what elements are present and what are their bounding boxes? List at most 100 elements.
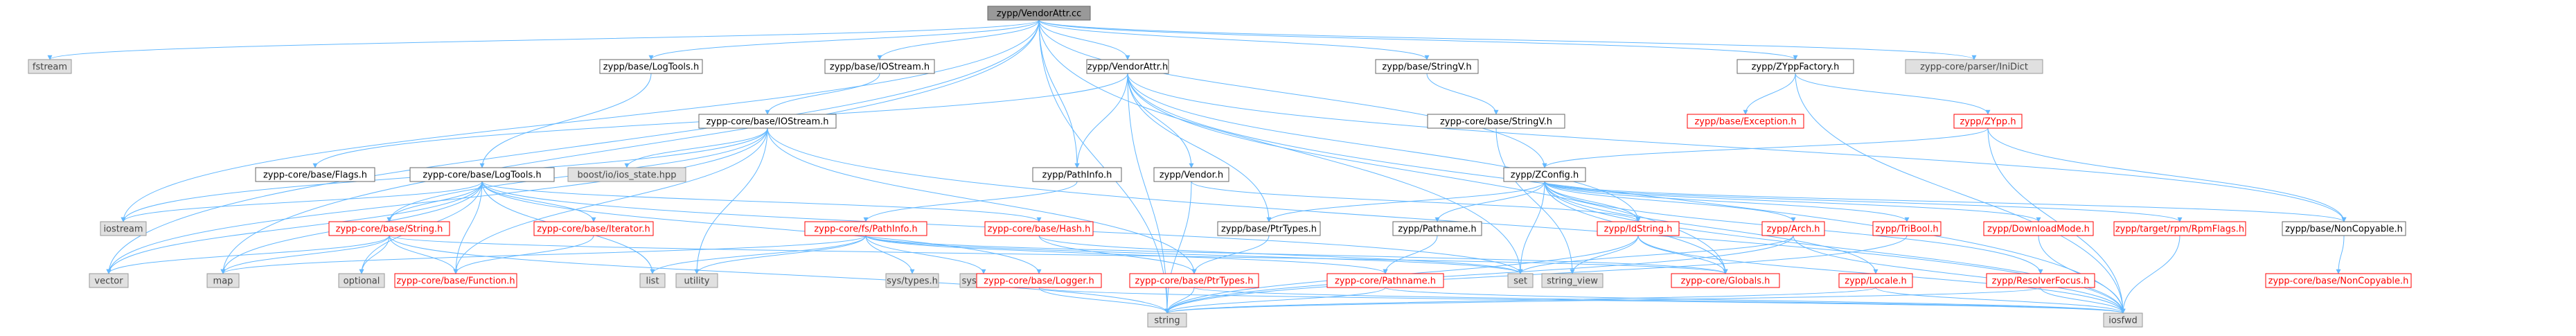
node-label: zypp-core/base/StringV.h <box>1440 117 1552 127</box>
edge-core-logtools-to-core-iterator <box>481 181 596 222</box>
node-zyppfactory[interactable]: zypp/ZYppFactory.h <box>1736 59 1854 74</box>
node-list[interactable]: list <box>639 273 666 288</box>
node-core-logtools[interactable]: zypp-core/base/LogTools.h <box>409 167 555 182</box>
node-label: zypp/base/IOStream.h <box>830 62 930 73</box>
node-parser-inidict[interactable]: zypp-core/parser/IniDict <box>1905 59 2043 74</box>
edge-core-logtools-to-iostream <box>121 181 483 222</box>
edge-fs-pathinfo-to-set <box>865 235 1523 274</box>
edge-locale-to-string <box>1164 287 1876 314</box>
node-core-function[interactable]: zypp-core/base/Function.h <box>394 273 517 288</box>
node-core-iostream[interactable]: zypp-core/base/IOStream.h <box>698 114 837 129</box>
node-label: zypp/base/PtrTypes.h <box>1221 224 1317 235</box>
node-utility[interactable]: utility <box>675 273 718 288</box>
dependency-edges <box>47 19 2347 314</box>
node-box <box>567 167 686 182</box>
node-zypp-pathname[interactable]: zypp/Pathname.h <box>1392 221 1482 236</box>
node-base-stringv[interactable]: zypp/base/StringV.h <box>1375 59 1479 74</box>
node-base-exception[interactable]: zypp/base/Exception.h <box>1687 114 1804 129</box>
node-core-stringv[interactable]: zypp-core/base/StringV.h <box>1427 114 1565 129</box>
edge-root-to-zconfig <box>1038 19 1547 168</box>
node-root[interactable]: zypp/VendorAttr.cc <box>987 6 1091 21</box>
node-locale[interactable]: zypp/Locale.h <box>1838 273 1913 288</box>
node-idstring[interactable]: zypp/IdString.h <box>1597 221 1680 236</box>
node-label: zypp/ResolverFocus.h <box>1992 276 2090 287</box>
node-resolverfocus[interactable]: zypp/ResolverFocus.h <box>1986 273 2095 288</box>
node-iosfwd[interactable]: iosfwd <box>2103 312 2143 328</box>
node-zconfig[interactable]: zypp/ZConfig.h <box>1503 167 1586 182</box>
edge-fs-pathinfo-to-core-globals <box>865 235 1728 274</box>
node-fs-pathinfo[interactable]: zypp-core/fs/PathInfo.h <box>804 221 927 236</box>
edge-idstring-to-core-globals <box>1637 235 1728 274</box>
edge-root-to-fstream <box>47 19 1040 60</box>
node-string-view[interactable]: string_view <box>1541 273 1604 288</box>
edge-core-logger-to-string <box>1038 287 1170 314</box>
edge-core-string-to-core-function <box>389 235 459 274</box>
edge-root-to-parser-inidict <box>1038 19 1977 60</box>
node-box <box>984 221 1094 236</box>
node-base-logtools[interactable]: zypp/base/LogTools.h <box>599 59 703 74</box>
node-box <box>1032 167 1122 182</box>
node-downloadmode[interactable]: zypp/DownloadMode.h <box>1983 221 2094 236</box>
node-tribool[interactable]: zypp/TriBool.h <box>1872 221 1942 236</box>
node-core-string[interactable]: zypp-core/base/String.h <box>328 221 450 236</box>
node-fstream[interactable]: fstream <box>28 59 72 74</box>
node-label: vector <box>94 276 123 287</box>
edge-root-to-base-logtools <box>648 19 1040 60</box>
node-box <box>1687 114 1804 129</box>
node-base-noncopyable[interactable]: zypp/base/NonCopyable.h <box>2282 221 2406 236</box>
node-core-flags[interactable]: zypp-core/base/Flags.h <box>255 167 375 182</box>
node-zypp-h[interactable]: zypp/ZYpp.h <box>1953 114 2023 129</box>
node-box <box>1736 59 1854 74</box>
edge-vendor-h-to-string <box>1164 181 1192 314</box>
node-arch[interactable]: zypp/Arch.h <box>1761 221 1825 236</box>
node-vendor-h[interactable]: zypp/Vendor.h <box>1153 167 1229 182</box>
edge-core-string-to-vector <box>106 235 390 274</box>
node-label: zypp-core/base/Logger.h <box>984 276 1094 287</box>
node-label: zypp/VendorAttr.cc <box>997 9 1082 19</box>
node-optional[interactable]: optional <box>338 273 385 288</box>
edge-zconfig-to-tribool <box>1544 181 1910 222</box>
node-label: zypp/PathInfo.h <box>1042 170 1112 181</box>
edge-zconfig-to-iosfwd <box>1544 181 2126 314</box>
node-box <box>804 221 927 236</box>
node-systypes[interactable]: sys/types.h <box>885 273 939 288</box>
node-rpmflags[interactable]: zypp/target/rpm/RpmFlags.h <box>2113 221 2246 236</box>
node-core-ptrtypes[interactable]: zypp-core/base/PtrTypes.h <box>1129 273 1259 288</box>
edge-core-iterator-to-core-function <box>453 235 594 274</box>
node-vendorattr-h[interactable]: zypp/VendorAttr.h <box>1086 59 1169 74</box>
edge-base-stringv-to-core-stringv <box>1426 73 1499 115</box>
node-label: zypp/Arch.h <box>1766 224 1820 235</box>
node-vector[interactable]: vector <box>89 273 129 288</box>
node-core-iterator[interactable]: zypp-core/base/Iterator.h <box>533 221 654 236</box>
node-core-globals[interactable]: zypp-core/Globals.h <box>1671 273 1780 288</box>
node-iostream[interactable]: iostream <box>100 221 147 236</box>
edge-root-to-string <box>1038 19 1170 314</box>
node-box <box>1427 114 1565 129</box>
node-core-logger[interactable]: zypp-core/base/Logger.h <box>976 273 1102 288</box>
node-box <box>675 273 718 288</box>
node-core-hash[interactable]: zypp-core/base/Hash.h <box>984 221 1094 236</box>
edge-core-logtools-to-core-function <box>453 181 483 274</box>
node-pathinfo-h[interactable]: zypp/PathInfo.h <box>1032 167 1122 182</box>
node-box <box>1326 273 1444 288</box>
node-core-pathname[interactable]: zypp-core/Pathname.h <box>1326 273 1444 288</box>
node-string[interactable]: string <box>1147 312 1187 328</box>
node-label: zypp/target/rpm/RpmFlags.h <box>2115 224 2244 235</box>
node-label: zypp-core/base/Iterator.h <box>537 224 650 235</box>
edge-zconfig-to-base-ptrtypes <box>1266 181 1545 222</box>
node-boost-state[interactable]: boost/io/ios_state.hpp <box>567 167 686 182</box>
node-base-ptrtypes[interactable]: zypp/base/PtrTypes.h <box>1217 221 1321 236</box>
node-box <box>824 59 935 74</box>
node-set[interactable]: set <box>1507 273 1534 288</box>
node-label: zypp-core/base/Hash.h <box>988 224 1091 235</box>
edge-core-string-to-map <box>220 235 390 274</box>
node-label: zypp/ZYpp.h <box>1960 117 2016 127</box>
edge-zyppfactory-to-iosfwd <box>1795 73 2126 314</box>
node-label: zypp/ZYppFactory.h <box>1752 62 1840 73</box>
node-map[interactable]: map <box>206 273 240 288</box>
node-box <box>885 273 939 288</box>
node-base-iostream[interactable]: zypp/base/IOStream.h <box>824 59 935 74</box>
node-core-noncopyable[interactable]: zypp-core/base/NonCopyable.h <box>2265 273 2412 288</box>
edge-root-to-iostream <box>121 19 1040 222</box>
edge-fs-pathinfo-to-list <box>650 235 867 274</box>
